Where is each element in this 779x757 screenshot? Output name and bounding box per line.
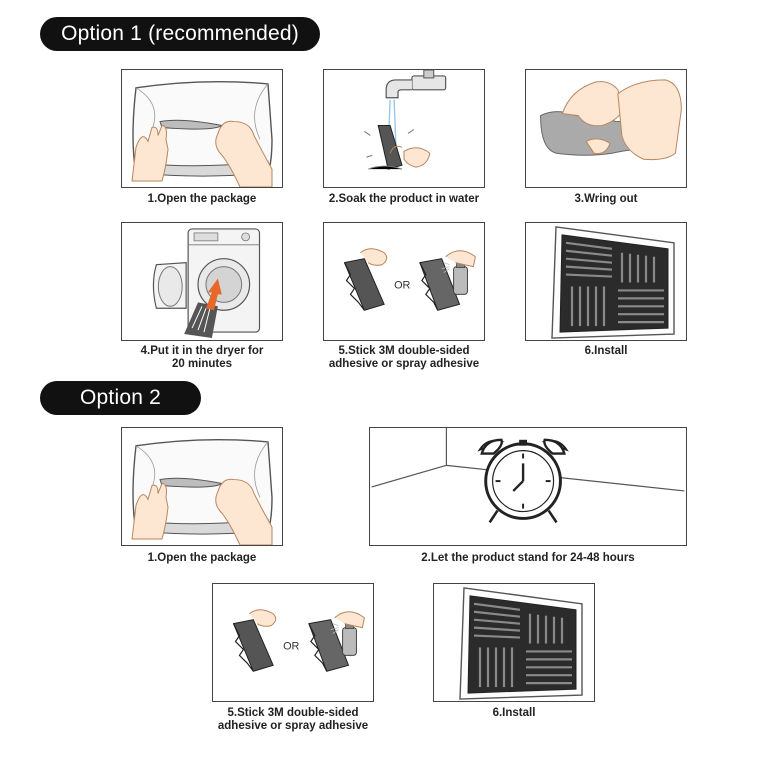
step-soak-panel	[323, 69, 485, 188]
open-package-icon	[122, 428, 282, 545]
adhesive-icon: OR	[324, 223, 484, 340]
step-dryer-label-line1: 4.Put it in the dryer for	[140, 345, 264, 357]
wring-hands-icon	[540, 79, 682, 161]
faucet-soak-icon	[364, 70, 447, 170]
or-text: OR	[283, 640, 299, 652]
opt2-step-adhesive-panel: OR	[212, 583, 374, 702]
step-soak-label: 2.Soak the product in water	[328, 193, 480, 205]
step-adhesive-label-line1: 5.Stick 3M double-sided	[338, 345, 470, 357]
install-wall-icon	[434, 584, 594, 701]
opt2-step-install-label: 6.Install	[492, 707, 536, 719]
install-wall-icon	[526, 223, 686, 340]
opt2-step-install-panel	[433, 583, 595, 702]
open-package-icon	[122, 70, 282, 187]
option2-title: Option 2	[40, 381, 201, 415]
opt2-step-stand-panel	[369, 427, 687, 546]
or-text: OR	[394, 279, 410, 291]
step-wring-panel	[525, 69, 687, 188]
opt2-step-open-package-panel	[121, 427, 283, 546]
alarm-clock-icon	[371, 428, 685, 524]
step-dryer-panel	[121, 222, 283, 341]
step-adhesive-label-line2: adhesive or spray adhesive	[328, 358, 480, 370]
option1-title: Option 1 (recommended)	[40, 17, 320, 51]
step-open-package-label: 1.Open the package	[147, 193, 257, 205]
opt2-step-adhesive-label: 5.Stick 3M double-sided adhesive or spra…	[202, 707, 384, 733]
opt2-step-adhesive-label-line1: 5.Stick 3M double-sided	[227, 707, 359, 719]
opt2-step-open-package-label: 1.Open the package	[147, 552, 257, 564]
step-dryer-label: 4.Put it in the dryer for 20 minutes	[121, 345, 283, 371]
step-install-panel	[525, 222, 687, 341]
dryer-icon	[152, 228, 261, 339]
step-adhesive-panel: OR	[323, 222, 485, 341]
step-adhesive-label: 5.Stick 3M double-sided adhesive or spra…	[313, 345, 495, 371]
step-wring-label: 3.Wring out	[574, 193, 638, 205]
step-install-label: 6.Install	[584, 345, 628, 357]
opt2-step-stand-label: 2.Let the product stand for 24-48 hours	[421, 552, 635, 564]
opt2-step-adhesive-label-line2: adhesive or spray adhesive	[217, 720, 369, 732]
adhesive-icon: OR	[213, 584, 373, 701]
step-dryer-label-line2: 20 minutes	[171, 358, 233, 370]
step-open-package-panel	[121, 69, 283, 188]
